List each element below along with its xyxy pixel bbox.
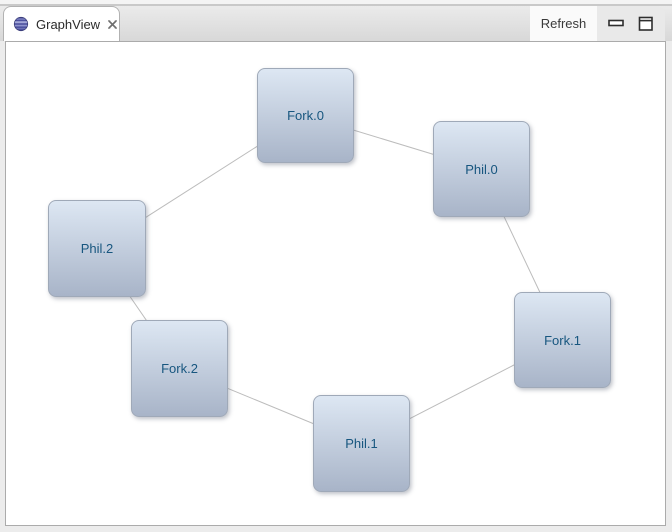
graph-node-label: Phil.0 — [465, 161, 498, 177]
graph-node-phil-2[interactable]: Phil.2 — [48, 200, 146, 297]
minimize-button[interactable] — [608, 19, 625, 28]
graph-node-label: Phil.1 — [345, 436, 378, 451]
maximize-button[interactable] — [638, 16, 654, 32]
refresh-button[interactable]: Refresh — [530, 6, 597, 41]
maximize-icon — [638, 16, 654, 32]
view-tab-bar: GraphView Refresh — [0, 6, 672, 41]
tab-graphview[interactable]: GraphView — [3, 6, 120, 41]
window-top-strip — [0, 0, 672, 6]
view-window-controls — [597, 6, 665, 41]
graph-node-label: Fork.2 — [161, 361, 198, 376]
graph-node-phil-0[interactable]: Phil.0 — [433, 121, 530, 217]
tab-title: GraphView — [36, 16, 101, 32]
graph-node-label: Fork.0 — [287, 108, 324, 123]
close-icon[interactable] — [107, 18, 118, 31]
graph-node-fork-0[interactable]: Fork.0 — [257, 68, 354, 163]
minimize-icon — [608, 19, 625, 28]
graph-node-fork-1[interactable]: Fork.1 — [514, 292, 611, 388]
graph-node-fork-2[interactable]: Fork.2 — [131, 320, 228, 417]
graph-node-label: Fork.1 — [544, 332, 581, 348]
graph-node-label: Phil.2 — [80, 241, 114, 256]
graph-node-phil-1[interactable]: Phil.1 — [313, 395, 410, 492]
eclipse-sphere-icon — [13, 16, 29, 32]
